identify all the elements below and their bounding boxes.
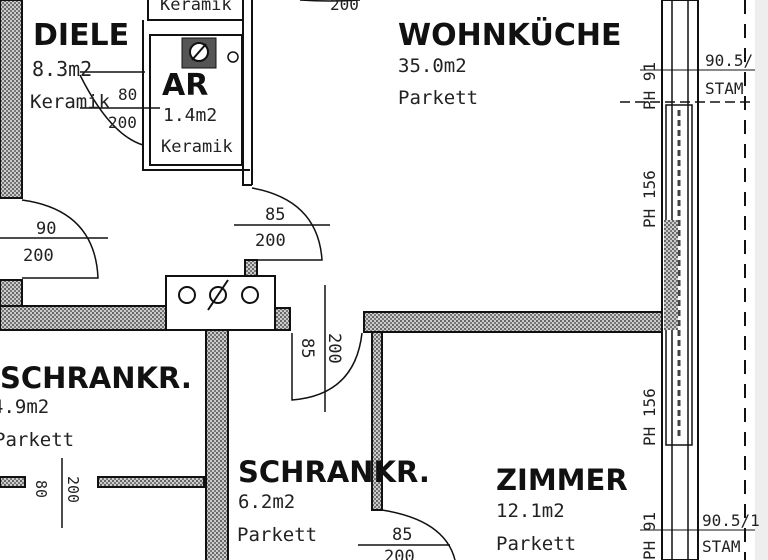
window-wall [620, 0, 768, 560]
chimney-block [165, 275, 276, 331]
room-name-diele: DIELE [33, 18, 129, 53]
room-floor-diele: Keramik [30, 91, 111, 113]
window-ph91-bottom: PH 91 [640, 512, 659, 560]
window-label-bottom-1: 90.5/1 [702, 511, 760, 530]
room-floor-zimmer: Parkett [496, 533, 576, 555]
room-area-wohnkueche: 35.0m2 [398, 55, 467, 77]
door-height-schrank2: 200 [324, 333, 344, 364]
room-name-wohnkueche: WOHNKÜCHE [398, 16, 622, 53]
door-width-diele-ar: 80 [118, 85, 137, 104]
room-area-schrank2: 6.2m2 [238, 491, 295, 513]
door-height-wohnkueche: 200 [255, 231, 286, 251]
door-height-entry: 200 [23, 246, 54, 266]
room-area-zimmer: 12.1m2 [496, 500, 565, 522]
ar-walls [142, 0, 253, 186]
room-floor-schrank1: Parkett [0, 429, 74, 451]
window-ph91-top: PH 91 [640, 62, 659, 110]
door-width-wohnkueche: 85 [265, 205, 285, 225]
door-width-schrank2: 85 [297, 338, 317, 358]
door-width-zimmer: 85 [392, 525, 412, 545]
door-height-zimmer: 200 [384, 547, 415, 560]
room-name-schrank1: SCHRANKR. [0, 361, 192, 395]
window-label-top-2: STAM [705, 79, 744, 98]
room-floor-schrank2: Parkett [237, 524, 317, 546]
walls [0, 0, 663, 560]
room-area-schrank1: 4.9m2 [0, 396, 49, 418]
door-swings [0, 0, 456, 560]
door-width-schrank1: 80 [32, 480, 50, 498]
room-name-zimmer: ZIMMER [496, 463, 628, 497]
window-label-top-1: 90.5/ [705, 51, 753, 70]
room-name-ar: AR [162, 68, 208, 103]
window-label-bottom-2: STAM [702, 537, 741, 556]
room-area-ar: 1.4m2 [163, 105, 217, 126]
top-room-floor: Keramik [160, 0, 232, 15]
room-floor-ar: Keramik [161, 137, 233, 157]
door-height-diele-ar: 200 [108, 113, 137, 132]
window-ph156-b: PH 156 [640, 388, 659, 446]
room-floor-wohnkueche: Parkett [398, 87, 478, 109]
door-height-schrank1: 200 [64, 476, 82, 503]
door-height-top: 200 [330, 0, 359, 14]
window-ph156-a: PH 156 [640, 170, 659, 228]
door-width-entry: 90 [36, 219, 56, 239]
room-name-schrank2: SCHRANKR. [238, 455, 430, 489]
room-area-diele: 8.3m2 [32, 57, 92, 81]
